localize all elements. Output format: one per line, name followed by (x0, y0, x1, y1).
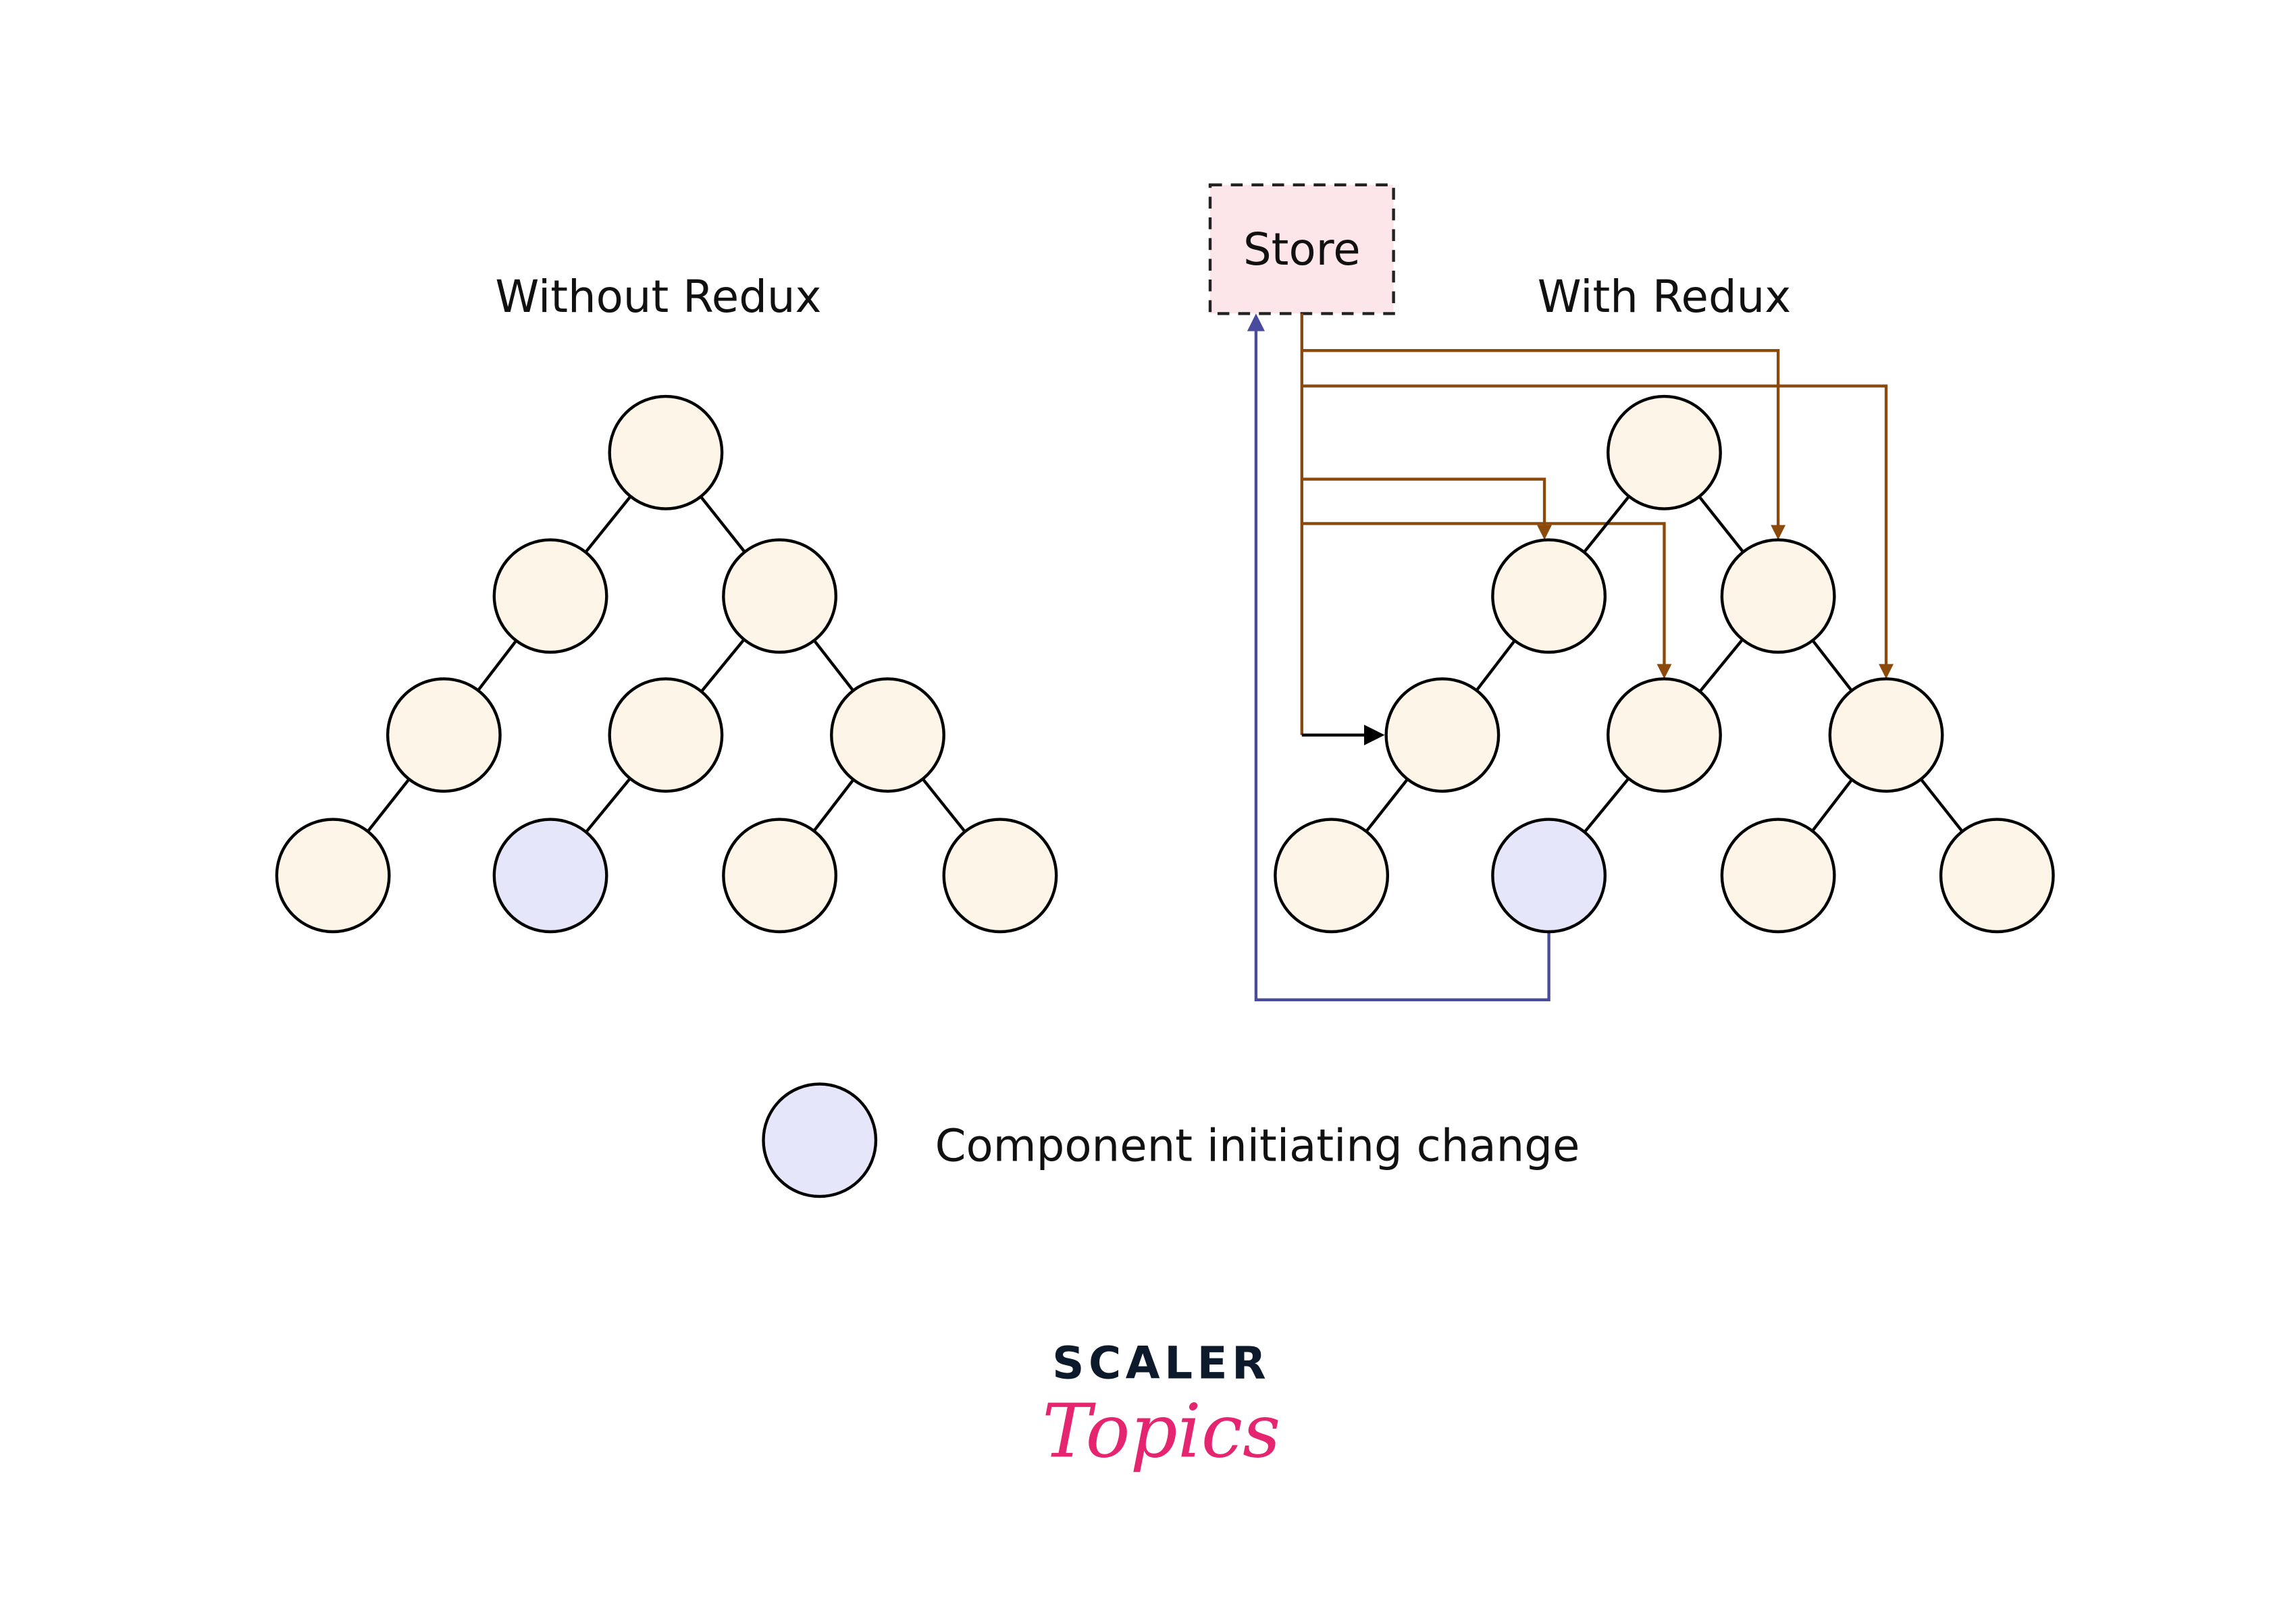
store-arrow (1301, 348, 1786, 540)
tree-node (1607, 394, 1722, 510)
tree-node (1491, 538, 1607, 654)
tree-node (608, 677, 724, 793)
tree-node (492, 538, 608, 654)
tree-node (1607, 677, 1722, 793)
initiator-node (1491, 818, 1607, 934)
tree-node (1939, 818, 2055, 934)
tree-node (608, 394, 724, 510)
logo-scaler: SCALER (1052, 1338, 1270, 1389)
tree-node (722, 538, 837, 654)
legend-label: Component initiating change (935, 1121, 1580, 1172)
tree-node (942, 818, 1058, 934)
right-tree-nodes (1274, 394, 2055, 934)
tree-node (830, 677, 945, 793)
store-arrow (1301, 522, 1672, 679)
without-redux-title: Without Redux (495, 271, 821, 323)
logo-topics: Topics (1042, 1388, 1280, 1475)
tree-node (275, 818, 391, 934)
store-arrow (1301, 384, 1894, 679)
tree-node (1828, 677, 1944, 793)
tree-node (1274, 818, 1390, 934)
tree-node (722, 818, 837, 934)
left-tree-edges (332, 451, 1001, 877)
tree-node (386, 677, 502, 793)
initiator-node (492, 818, 608, 934)
scaler-topics-logo: SCALER Topics (1042, 1338, 1280, 1475)
store-update-arrows (1300, 313, 1894, 735)
legend-swatch (762, 1082, 878, 1198)
with-redux-title: With Redux (1538, 271, 1791, 323)
tree-node (1720, 538, 1836, 654)
tree-node (1720, 818, 1836, 934)
left-tree-nodes (275, 394, 1058, 934)
store-label: Store (1243, 224, 1361, 275)
tree-node (1384, 677, 1501, 793)
store-arrow (1301, 477, 1552, 540)
dispatch-arrow (1247, 313, 1550, 1001)
